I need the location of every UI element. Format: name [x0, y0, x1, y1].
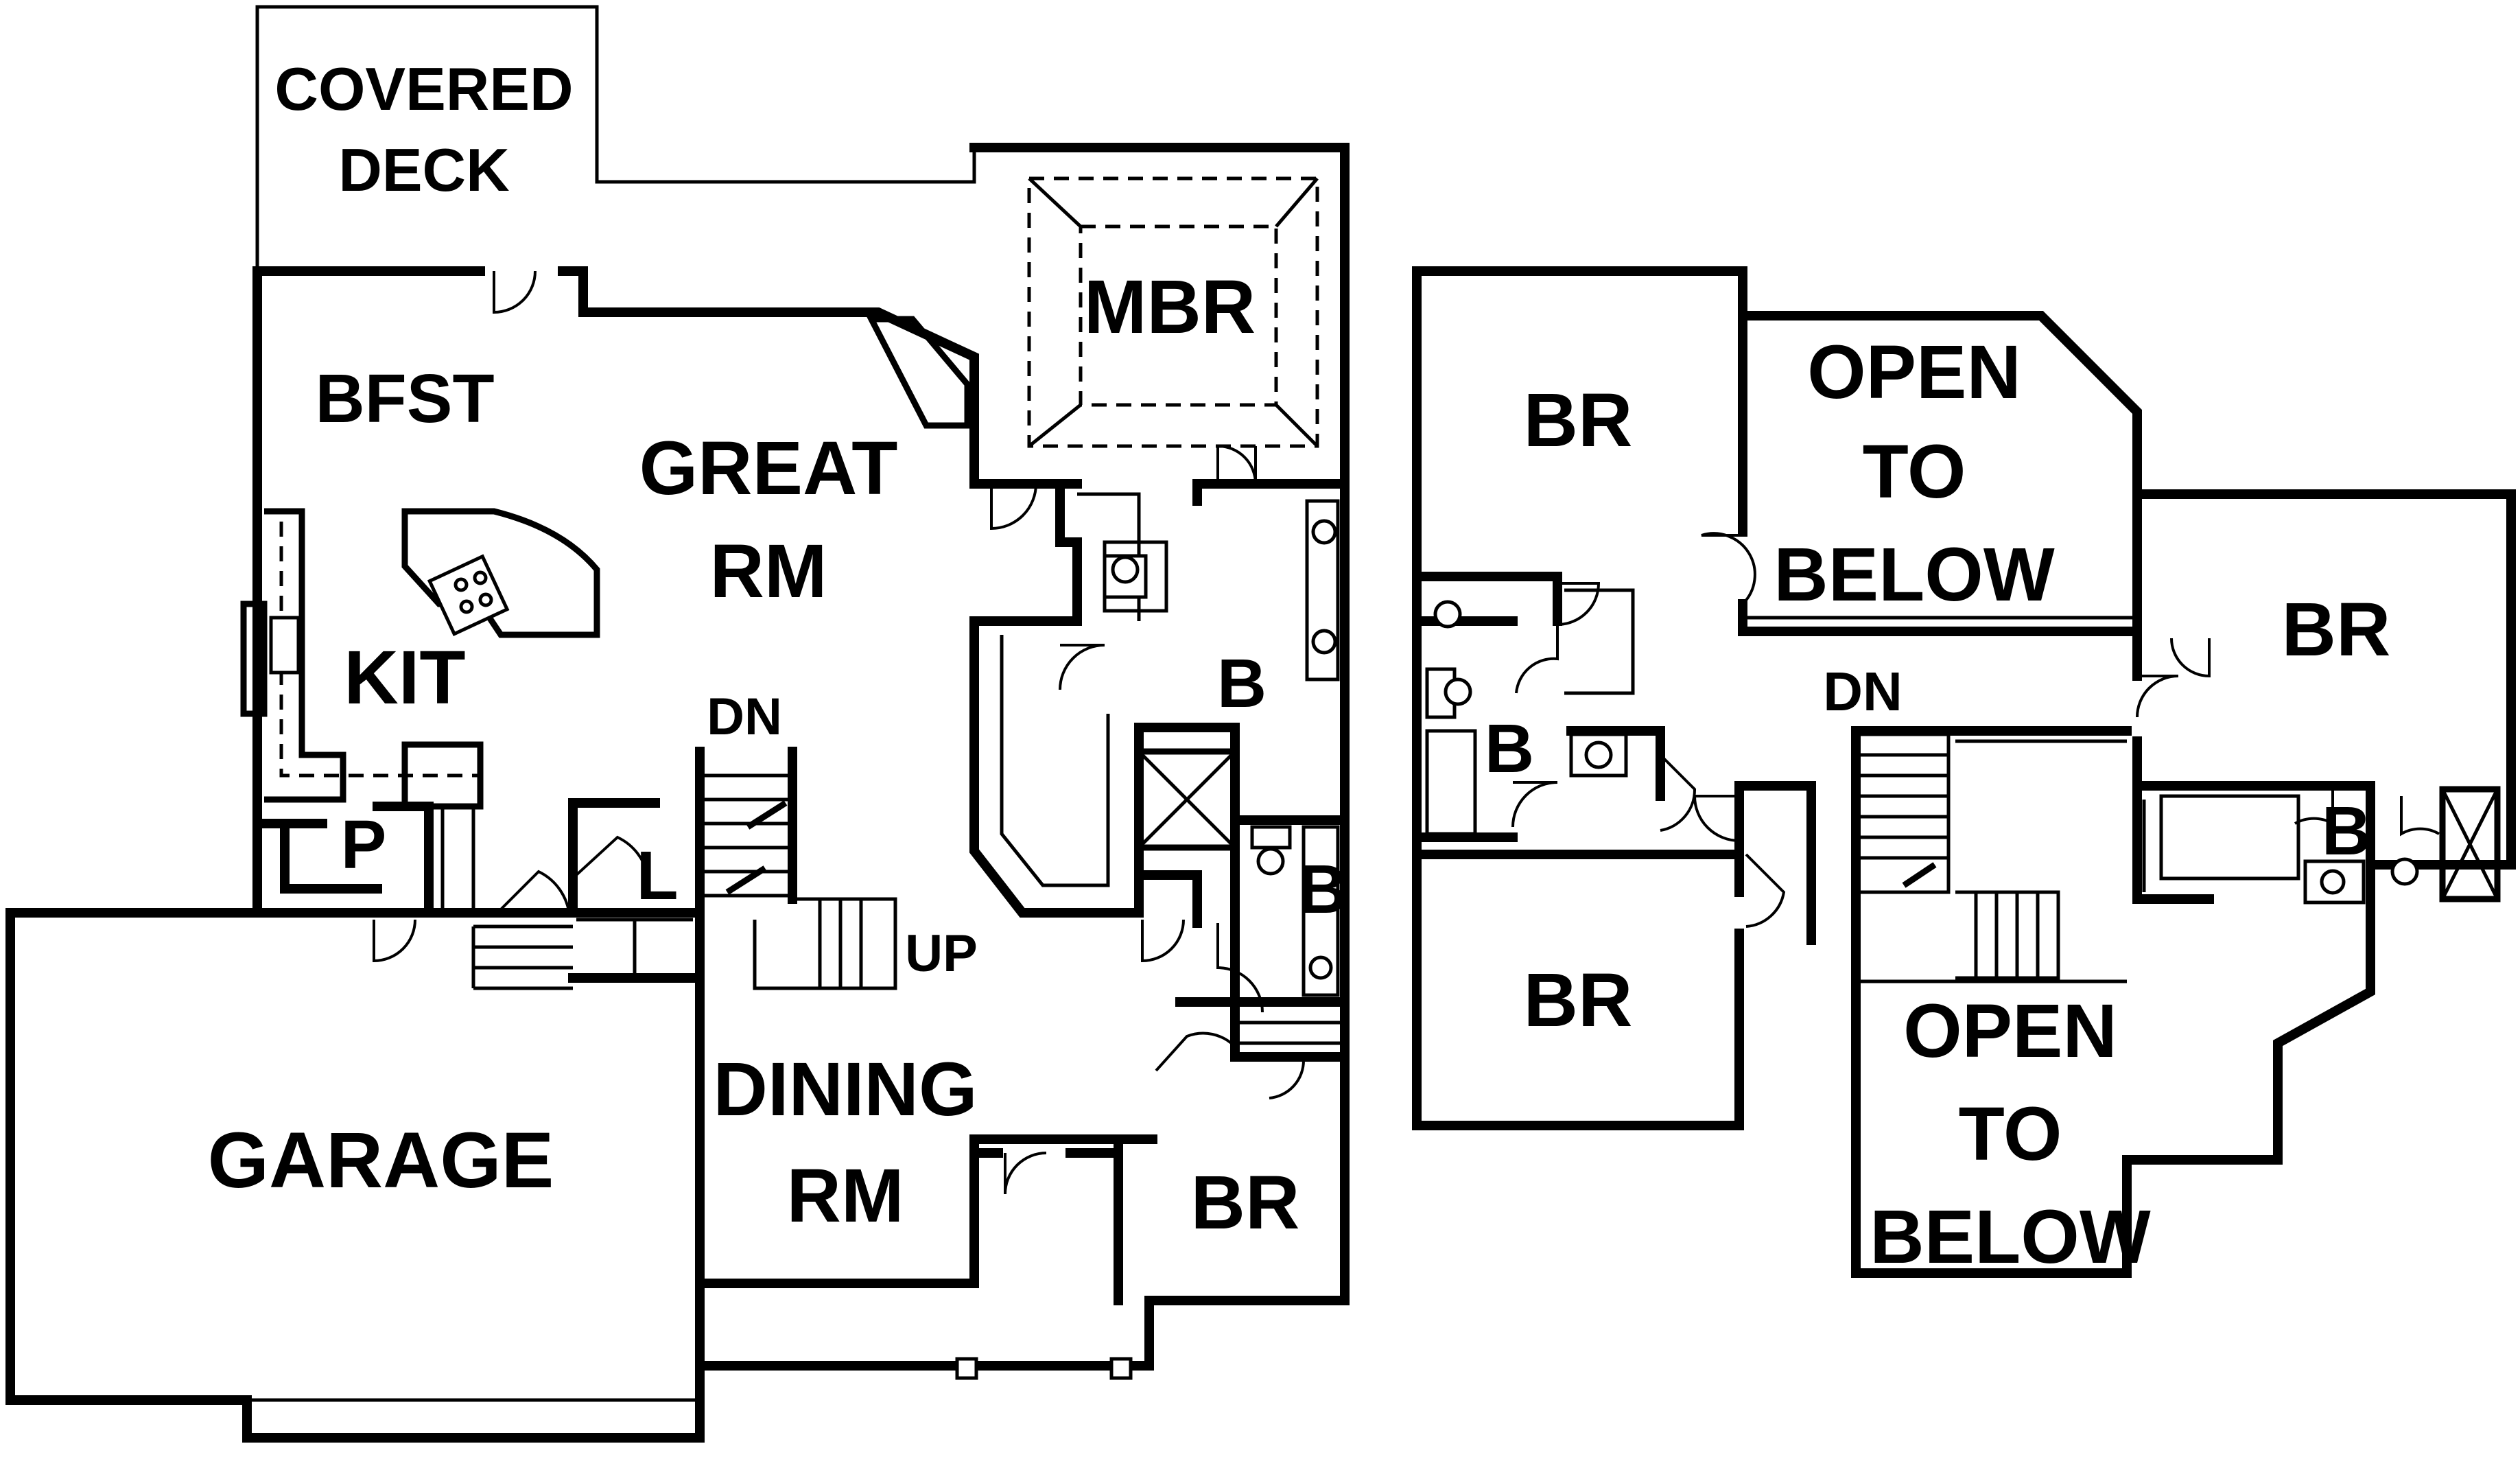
upper-shower-right	[2439, 786, 2501, 902]
sink-master-1	[1311, 519, 1337, 545]
master-tray-ceiling-corners	[1028, 177, 1319, 447]
label-upper-br-left-bottom: BR	[1524, 958, 1633, 1042]
upper-floor-plan	[1412, 266, 2516, 1278]
pantry-wall	[252, 795, 434, 918]
label-open-top-line2: TO	[1863, 430, 1966, 514]
label-kit: KIT	[344, 636, 465, 720]
label-upper-br-right: BR	[2282, 587, 2391, 672]
label-covered-deck-line2: DECK	[338, 136, 509, 204]
sink-hall	[1308, 955, 1333, 980]
label-great-rm-line1: GREAT	[639, 426, 898, 511]
label-dining-rm-line2: RM	[786, 1154, 904, 1238]
stair-arrow-dn	[746, 800, 788, 830]
label-bfst: BFST	[315, 360, 494, 437]
kitchen-range-left	[269, 616, 301, 675]
upper-toilet-left-bowl	[1444, 677, 1472, 706]
upper-vanity-right-sink	[2320, 869, 2346, 895]
front-bedroom-wall	[1114, 997, 1350, 1144]
label-upper-stair-dn: DN	[1823, 661, 1903, 722]
label-pantry: P	[341, 806, 387, 883]
stair-arrow-up	[725, 865, 767, 895]
upper-door-swings	[1511, 532, 2440, 928]
label-laundry: L	[636, 837, 678, 914]
label-open-top-line1: OPEN	[1807, 330, 2021, 415]
kitchen-island	[401, 508, 600, 638]
upper-stair-arrow	[1902, 862, 1937, 888]
kitchen-window	[240, 601, 268, 717]
upper-stair-treads	[1859, 732, 2060, 980]
label-dining-rm-line1: DINING	[714, 1047, 978, 1132]
kitchen-counter-dashed	[279, 522, 480, 778]
upper-railing	[1746, 616, 2146, 983]
upper-tub-left	[1425, 729, 1477, 836]
label-open-bottom-line1: OPEN	[1903, 989, 2117, 1073]
label-bath-master: B	[1217, 645, 1267, 722]
kitchen-counter-left	[264, 508, 346, 803]
covered-deck-outline	[255, 5, 976, 268]
label-covered-deck-line1: COVERED	[274, 55, 573, 123]
upper-sink-left	[1433, 600, 1462, 629]
upper-tub-right	[2159, 794, 2300, 881]
burner	[454, 577, 469, 592]
main-stair-treads	[700, 773, 897, 990]
fireplace	[866, 316, 971, 429]
door-swings	[373, 270, 1306, 1195]
toilet-hall	[1250, 825, 1292, 850]
label-open-bottom-line2: TO	[1959, 1092, 2062, 1176]
upper-interior-wall	[1412, 311, 2375, 993]
label-open-top-line3: BELOW	[1774, 533, 2055, 617]
label-upper-br-left-top: BR	[1524, 378, 1633, 463]
entry-steps	[471, 924, 573, 990]
front-bedroom-closet	[1235, 1021, 1345, 1045]
dining-wall	[969, 1148, 1123, 1288]
label-garage: GARAGE	[208, 1117, 554, 1204]
label-mbr: MBR	[1084, 265, 1256, 349]
label-upper-bath-left: B	[1485, 710, 1534, 787]
toilet-master-bowl	[1111, 555, 1140, 584]
burner	[478, 592, 493, 607]
label-stair-up: UP	[905, 924, 978, 983]
sink-master-2	[1311, 629, 1337, 655]
upper-shower-right-cross	[2440, 788, 2499, 900]
upper-left-closet	[1564, 588, 1635, 695]
burner	[459, 599, 474, 614]
label-front-br: BR	[1191, 1161, 1300, 1245]
cooktop	[427, 554, 510, 637]
upper-floor-labels: BR OPEN TO BELOW BR DN B B BR OPEN TO BE…	[1485, 330, 2391, 1279]
burner	[473, 570, 488, 585]
label-upper-bath-right: B	[2322, 793, 2371, 870]
label-stair-dn: DN	[707, 688, 782, 746]
laundry-appliances	[576, 918, 693, 975]
main-floor-plan	[5, 5, 1350, 1443]
upper-toilet-right	[2390, 857, 2419, 886]
label-great-rm-line2: RM	[709, 529, 827, 614]
upper-vanity-left-sink	[1584, 741, 1613, 769]
label-bath-hall: B	[1298, 851, 1347, 928]
label-open-bottom-line3: BELOW	[1870, 1195, 2151, 1279]
porch-column	[955, 1357, 978, 1380]
main-exterior-wall	[252, 143, 1350, 1371]
shower-master	[1135, 748, 1238, 851]
main-floor-labels: COVERED DECK MBR BFST GREAT RM KIT B DN …	[208, 55, 1347, 1245]
pantry-shelf	[440, 806, 475, 913]
toilet-hall-bowl	[1256, 847, 1285, 876]
kitchen-peninsula	[401, 741, 484, 810]
porch-column	[1109, 1357, 1133, 1380]
shower-master-cross	[1138, 750, 1236, 849]
